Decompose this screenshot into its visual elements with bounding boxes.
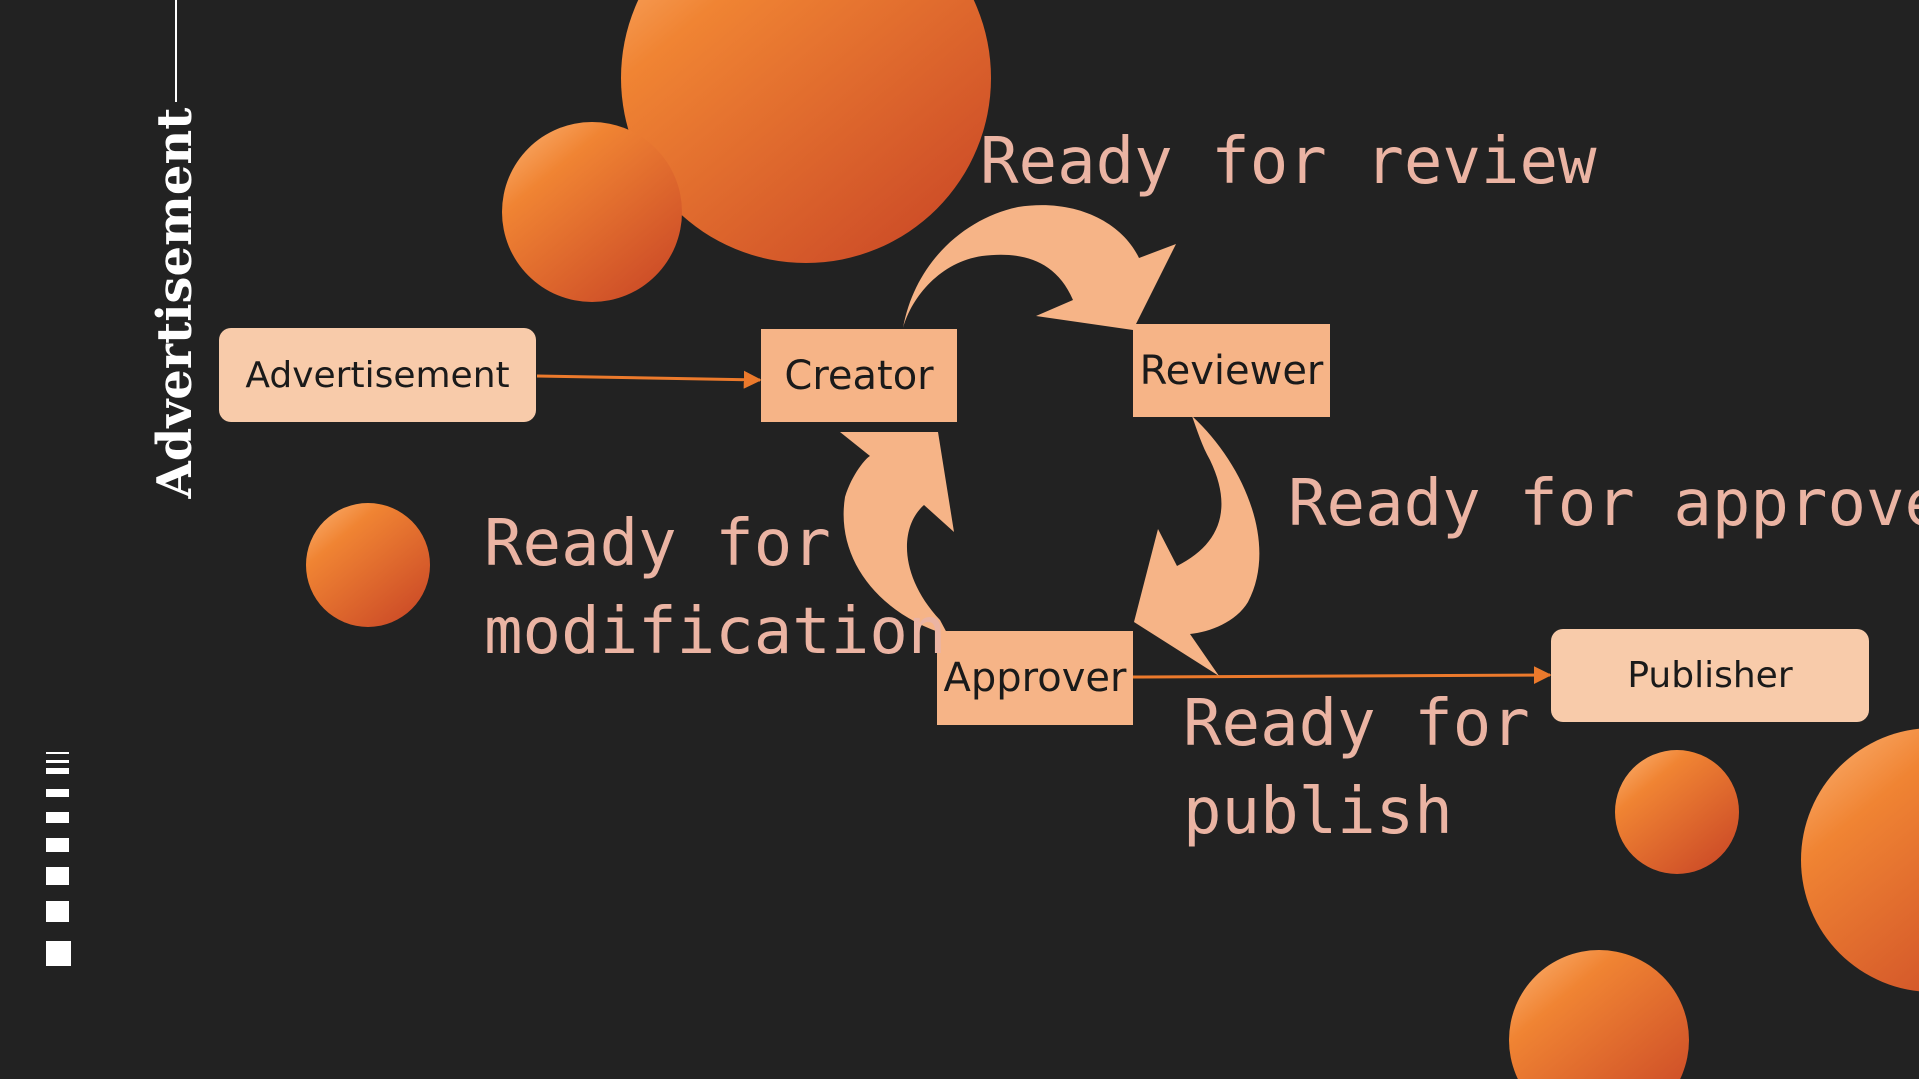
label-ready-for-approve-text: Ready for approve xyxy=(1288,467,1919,541)
slide-title-text: Advertisement xyxy=(147,107,203,499)
label-ready-for-publish-line1: Ready for xyxy=(1183,687,1530,761)
decorative-orb-large xyxy=(621,0,991,263)
node-reviewer: Reviewer xyxy=(1133,324,1330,417)
cycle-arrow-creator-to-reviewer xyxy=(903,205,1176,330)
connector-advertisement-to-creator xyxy=(536,370,762,389)
label-ready-for-approve: Ready for approve xyxy=(1288,460,1919,548)
node-publisher: Publisher xyxy=(1551,629,1869,722)
node-approver-label: Approver xyxy=(943,655,1127,701)
decorative-squares xyxy=(46,752,71,966)
cycle-arrow-approver-to-creator xyxy=(840,432,954,635)
label-ready-for-review: Ready for review xyxy=(980,118,1597,206)
decorative-orb xyxy=(502,122,682,302)
connector-approver-to-publisher xyxy=(1131,666,1552,685)
decorative-orb xyxy=(306,503,430,627)
decorative-orb-large xyxy=(1801,728,1919,992)
label-ready-for-modification-line1: Ready for xyxy=(484,507,831,581)
node-creator: Creator xyxy=(761,329,957,422)
label-ready-for-modification-line2: modification xyxy=(484,595,947,669)
decorative-orb xyxy=(1615,750,1739,874)
cycle-arrow-reviewer-to-approver xyxy=(1134,416,1260,676)
node-creator-label: Creator xyxy=(784,352,934,399)
node-advertisement: Advertisement xyxy=(219,328,536,422)
slide-vertical-title: Advertisement xyxy=(140,108,210,499)
label-ready-for-publish: Ready for publish xyxy=(1183,680,1530,856)
label-ready-for-modification: Ready for modification xyxy=(484,500,946,676)
node-advertisement-label: Advertisement xyxy=(245,354,510,396)
node-publisher-label: Publisher xyxy=(1627,655,1793,696)
label-ready-for-review-text: Ready for review xyxy=(980,125,1597,199)
decorative-orb xyxy=(1509,950,1689,1079)
node-reviewer-label: Reviewer xyxy=(1139,347,1324,394)
label-ready-for-publish-line2: publish xyxy=(1183,775,1453,849)
node-approver: Approver xyxy=(937,631,1133,725)
